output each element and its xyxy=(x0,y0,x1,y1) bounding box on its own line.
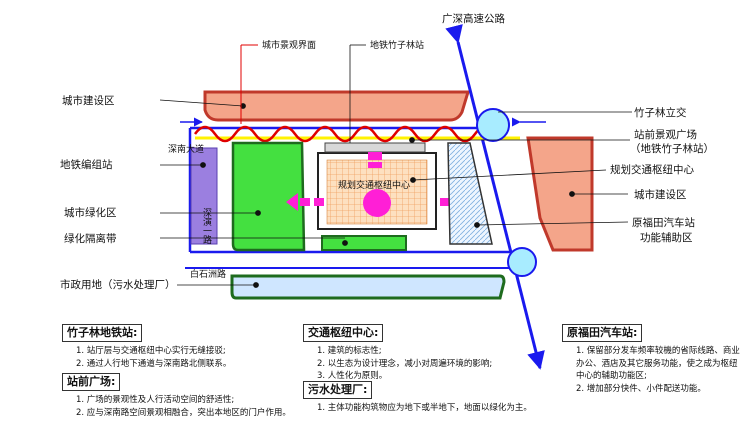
hub-dash-right1 xyxy=(440,198,450,206)
municipal-land-label: 市政用地（污水处理厂） xyxy=(60,278,176,291)
green-belt-label: 绿化隔离带 xyxy=(64,232,117,245)
note-futian-title: 原福田汽车站: xyxy=(562,324,643,342)
highway-line xyxy=(445,24,545,370)
bamboo-interchange-label: 竹子林立交 xyxy=(634,106,687,119)
bamboo-interchange-circle xyxy=(476,108,510,142)
note-hub-line-3: 3. 人性化为原则。 xyxy=(317,371,388,381)
leader-lines-left xyxy=(159,99,348,288)
baishizhou-road-label: 白石洲路 xyxy=(190,268,226,280)
hub-center-inner-label: 规划交通枢纽中心 xyxy=(338,179,410,191)
city-landscape-wave xyxy=(193,125,497,143)
note-metro-line-1: 1. 站厅层与交通枢纽中心实行无缝接驳; xyxy=(76,346,226,356)
note-sewage-line-1: 1. 主体功能构筑物应为地下或半地下，地面以绿化为主。 xyxy=(317,403,532,413)
hub-magenta-top xyxy=(368,152,382,160)
note-futian: 原福田汽车站: 1. 保留部分发车频率较機的省际线路、商业办公、酒店及其它服务功… xyxy=(562,321,742,395)
note-metro: 竹子林地铁站: 1. 站厅层与交通枢纽中心实行无缝接驳; 2. 通过人行地下通道… xyxy=(62,321,292,370)
hub-arrow-left xyxy=(286,193,298,211)
city-construction-left-label: 城市建设区 xyxy=(62,94,115,107)
metro-complex-label: 地铁编组站 xyxy=(60,158,113,171)
city-construction-right-label: 城市建设区 xyxy=(634,188,687,201)
hub-center-label: 规划交通枢纽中心 xyxy=(610,163,694,176)
note-metro-title: 竹子林地铁站: xyxy=(62,324,143,342)
note-sewage-title: 污水处理厂: xyxy=(303,381,373,399)
shennan-road-label: 深南大道 xyxy=(168,143,204,155)
plaza-label-2: （地铁竹子林站） xyxy=(630,142,714,155)
city-boundary-label: 城市景观界面 xyxy=(262,39,316,51)
note-plaza-title: 站前广场: xyxy=(62,373,121,391)
note-plaza-line-2: 2. 应与深南路空间景观相融合，突出本地区的门户作用。 xyxy=(76,407,291,418)
shennan-road-vertical-label: 深演一路 xyxy=(201,208,212,245)
note-sewage: 污水处理厂: 1. 主体功能构筑物应为地下或半地下，地面以绿化为主。 xyxy=(303,378,563,415)
leader-lines-right xyxy=(409,111,632,228)
green-belt-zone xyxy=(321,235,407,251)
note-hub-line-1: 1. 建筑的标志性; xyxy=(317,346,382,356)
city-green-label: 城市绿化区 xyxy=(64,206,117,219)
highway-label: 广深高速公路 xyxy=(442,12,505,25)
hub-magenta-top2 xyxy=(368,162,382,168)
note-plaza-line-1: 1. 广场的景观性及人行活动空间的舒适性; xyxy=(76,395,235,405)
metro-station-strip xyxy=(324,142,426,153)
municipal-land-zone xyxy=(230,274,506,300)
hub-core-circle xyxy=(363,189,391,217)
city-green-zone xyxy=(231,141,306,252)
leader-city-boundary xyxy=(240,44,258,124)
note-plaza: 站前广场: 1. 广场的景观性及人行活动空间的舒适性; 2. 应与深南路空间景观… xyxy=(62,370,322,419)
plaza-label-1: 站前景观广场 xyxy=(634,128,697,141)
metro-station-top-label: 地铁竹子林站 xyxy=(370,39,424,51)
futian-station-label: 原福田汽车站 xyxy=(632,216,695,229)
note-futian-line-1: 1. 保留部分发车频率较機的省际线路、商业办公、酒店及其它服务功能，使之成为枢纽… xyxy=(576,346,740,381)
note-hub: 交通枢纽中心: 1. 建筑的标志性; 2. 以生态为设计理念，减小对周遍环境的影… xyxy=(303,321,533,383)
futian-interchange-circle xyxy=(507,247,537,277)
note-futian-line-2: 2. 增加部分快件、小件配送功能。 xyxy=(576,383,706,394)
note-hub-line-2: 2. 以生态为设计理念，减小对周遍环境的影响; xyxy=(317,358,493,369)
leader-metro-top xyxy=(349,44,366,143)
function-aux-label: 功能辅助区 xyxy=(640,231,693,244)
note-hub-title: 交通枢纽中心: xyxy=(303,324,384,342)
function-aux-zone xyxy=(447,142,493,245)
hub-dash-left2 xyxy=(314,198,324,206)
note-metro-line-2: 2. 通过人行地下通道与深南路北侧联系。 xyxy=(76,358,232,369)
hub-dash-left1 xyxy=(300,198,310,206)
